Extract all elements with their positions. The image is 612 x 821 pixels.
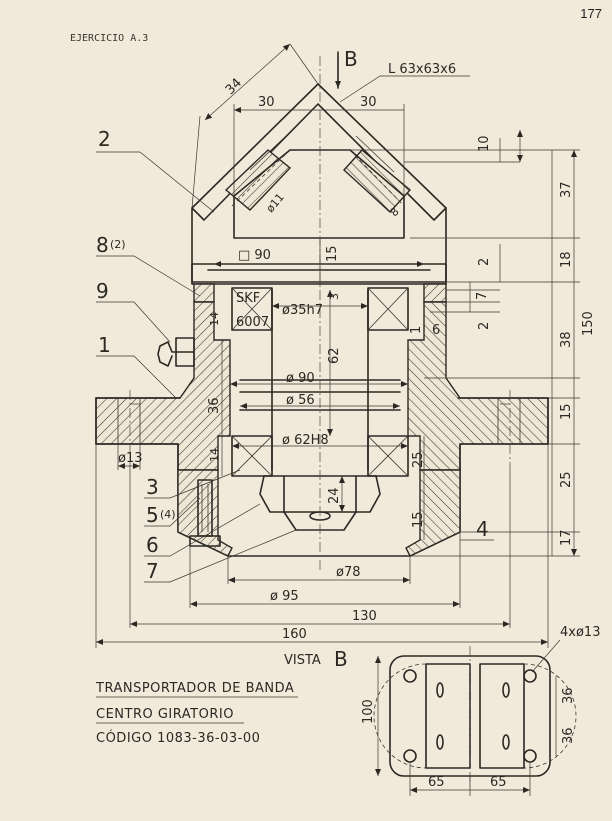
dim-25-inner: 25	[411, 451, 426, 468]
dim-3: 3	[328, 293, 341, 300]
dim-130: 130	[352, 609, 377, 624]
dim-1: 1	[409, 326, 424, 334]
view-b: VISTA B 4xø13 100 36 36 65	[284, 625, 600, 796]
part-1: 1	[98, 333, 111, 357]
label-bearing-code: 6007	[236, 315, 269, 330]
dim-24: 24	[327, 487, 342, 504]
dim-160: 160	[282, 627, 307, 642]
part-7: 7	[146, 559, 159, 583]
view-b-dim-100: 100	[361, 699, 376, 724]
view-b-dim-36-top: 36	[561, 687, 576, 704]
part-6: 6	[146, 533, 159, 557]
main-body	[95, 301, 549, 557]
label-shaft-fit: ø35h7	[282, 303, 323, 318]
part-9: 9	[96, 279, 109, 303]
dim-14-top: 14	[208, 312, 221, 326]
dim-15-right: 15	[559, 403, 574, 420]
dim-37: 37	[559, 181, 574, 198]
label-d56: ø 56	[286, 393, 315, 408]
label-d78: ø78	[336, 565, 361, 580]
dim-7: 7	[475, 292, 490, 300]
angle-bracket	[191, 83, 447, 221]
angle-profile-label: L 63x63x6	[388, 62, 456, 77]
dim-30-left: 30	[258, 95, 275, 110]
title-line-2: CENTRO GIRATORIO	[96, 707, 234, 722]
part-numbers: 2 8 (2) 9 1 3 5 (4) 6 7 4	[96, 127, 489, 583]
part-8: 8	[96, 233, 109, 257]
part-4: 4	[476, 517, 489, 541]
dim-18: 18	[559, 251, 574, 268]
dim-38: 38	[559, 331, 574, 348]
top-support	[191, 149, 447, 303]
dim-17: 17	[559, 529, 574, 546]
dim-15-inner: 15	[411, 511, 426, 528]
dim-62: 62	[327, 347, 342, 364]
label-bearing: SKF	[236, 291, 260, 306]
view-b-dim-65-right: 65	[490, 775, 507, 790]
dim-2-top: 2	[477, 258, 492, 266]
part-3: 3	[146, 475, 159, 499]
dimension-labels: B L 63x63x6 34 30 30 10 37 18 150 38 15 …	[118, 47, 596, 642]
dim-14-bottom: 14	[208, 448, 221, 462]
dimensions	[95, 43, 580, 648]
dim-15-top: 15	[325, 245, 340, 262]
dim-30-right: 30	[360, 95, 377, 110]
dim-25-right: 25	[559, 471, 574, 488]
label-d11: ø11	[264, 191, 287, 215]
label-square-90: □ 90	[238, 248, 271, 263]
part-8-qty: (2)	[110, 238, 126, 251]
part-5-qty: (4)	[160, 508, 176, 521]
page-number: 177	[580, 6, 602, 21]
view-b-letter: B	[334, 647, 348, 671]
exercise-label: EJERCICIO A.3	[70, 33, 148, 44]
view-b-holes: 4xø13	[560, 625, 600, 640]
grease-nipple	[157, 337, 195, 367]
label-d13: ø13	[118, 451, 143, 466]
label-d95: ø 95	[270, 589, 299, 604]
dim-150: 150	[581, 311, 596, 336]
title-block: TRANSPORTADOR DE BANDA CENTRO GIRATORIO …	[95, 681, 298, 746]
title-line-1: TRANSPORTADOR DE BANDA	[95, 681, 294, 696]
view-b-dim-65-left: 65	[428, 775, 445, 790]
dim-10: 10	[477, 135, 492, 152]
view-arrow-label: B	[344, 47, 358, 71]
label-d90: ø 90	[286, 371, 315, 386]
view-b-title: VISTA	[284, 653, 321, 668]
view-b-dim-36-bottom: 36	[561, 727, 576, 744]
part-5: 5	[146, 503, 159, 527]
dim-6: 6	[432, 323, 440, 338]
dim-36: 36	[207, 397, 222, 414]
title-line-3: CÓDIGO 1083-36-03-00	[96, 730, 260, 746]
label-bore-fit: ø 62H8	[282, 433, 329, 448]
dim-2-bottom: 2	[477, 322, 492, 330]
dim-34: 34	[223, 76, 245, 98]
part-2: 2	[98, 127, 111, 151]
